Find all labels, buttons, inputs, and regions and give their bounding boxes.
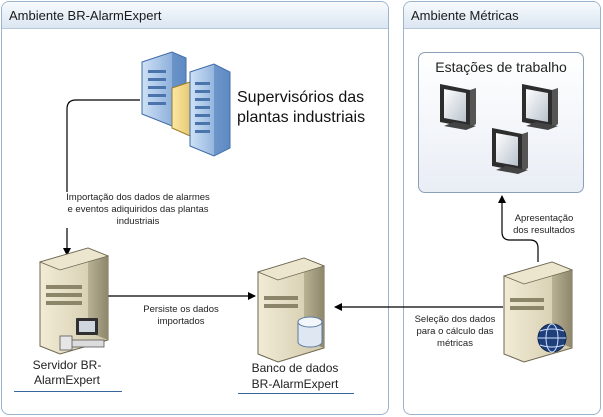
- panel-title-right: Ambiente Métricas: [411, 8, 519, 23]
- panel-header: Ambiente BR-AlarmExpert: [2, 2, 388, 29]
- monitor-icon: [440, 84, 476, 130]
- edge-selecao-label: Seleção dos dados para o cálculo das mét…: [410, 314, 500, 350]
- edge-apresentacao: [498, 195, 539, 262]
- node-estacoes-label: Estações de trabalho: [435, 59, 567, 75]
- node-supervisorios-label: Supervisórios das plantas industriais: [237, 89, 366, 126]
- monitor-icon: [492, 128, 528, 174]
- monitor-icon: [522, 84, 558, 130]
- edge-importacao-label: Importação dos dados de alarmes e evento…: [64, 192, 212, 228]
- node-servidor-underline: [14, 391, 122, 392]
- node-banco-label-line2: BR-AlarmExpert: [251, 377, 339, 391]
- edge-apresentacao-label: Apresentação dos resultados: [508, 213, 580, 237]
- edge-importacao: [63, 99, 140, 256]
- database-icon: [297, 316, 323, 348]
- building-icon: [141, 51, 231, 157]
- panel-title-left: Ambiente BR-AlarmExpert: [9, 8, 162, 23]
- globe-icon: [537, 323, 567, 353]
- node-servidor-label: Servidor BR-AlarmExpert: [32, 358, 102, 387]
- computer-icon: [59, 318, 105, 351]
- server-icon: [38, 247, 110, 355]
- server-icon: [502, 261, 574, 363]
- panel-header: Ambiente Métricas: [404, 2, 600, 29]
- node-banco-underline: [238, 393, 354, 394]
- edge-persiste-label: Persiste os dados importados: [143, 304, 219, 327]
- node-banco-label-line1: Banco de dados: [251, 361, 339, 375]
